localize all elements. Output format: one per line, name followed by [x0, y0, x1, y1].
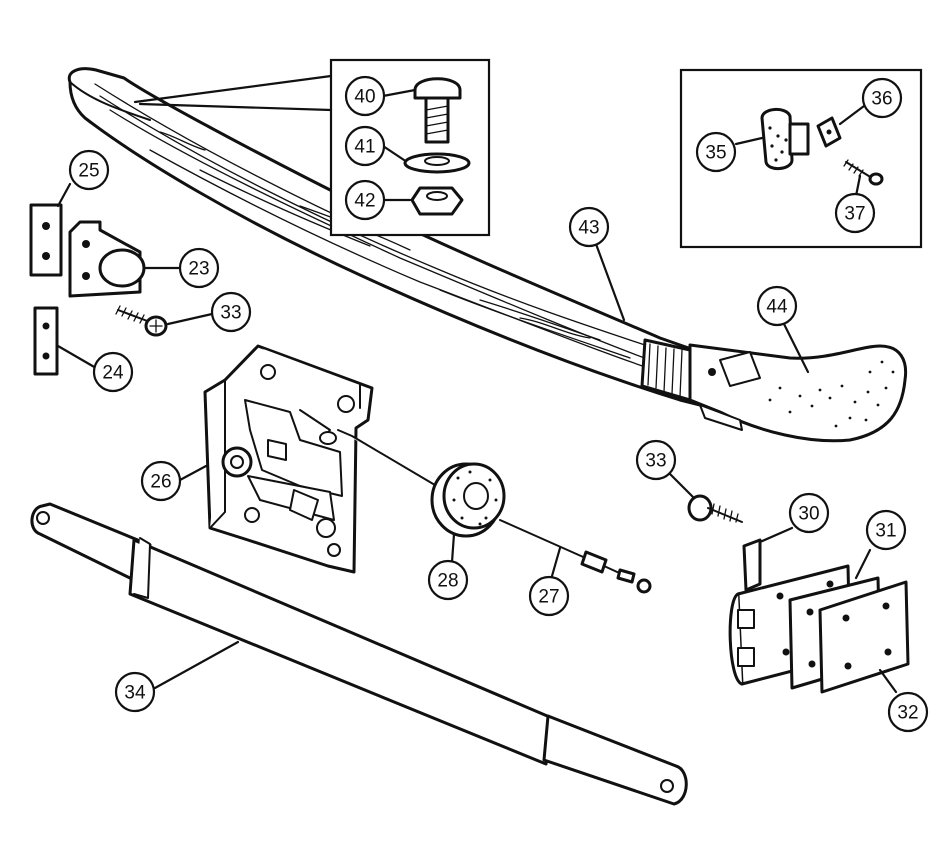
part-25-plate [29, 182, 72, 277]
part-33-screw-left [115, 305, 214, 337]
part-40-bolt [413, 77, 462, 144]
callout-35: 35 [695, 131, 737, 173]
callout-30: 30 [788, 492, 830, 534]
part-24-plate [33, 306, 98, 376]
part-34-pull-rod [30, 502, 688, 806]
part-26-lock-mechanism [178, 344, 374, 574]
part-36-clip [816, 116, 842, 148]
callout-34: 34 [114, 671, 156, 713]
callout-23: 23 [178, 247, 220, 289]
callout-36: 36 [861, 77, 903, 119]
svg-text:25: 25 [78, 161, 99, 182]
part-32-backing-plate [818, 580, 910, 694]
leader-44 [782, 322, 810, 374]
part-41-washer [403, 152, 471, 174]
svg-text:40: 40 [354, 87, 375, 108]
svg-text:28: 28 [437, 571, 458, 592]
svg-text:31: 31 [875, 521, 896, 542]
callout-43: 43 [568, 206, 610, 248]
svg-text:37: 37 [844, 204, 865, 225]
svg-text:44: 44 [766, 297, 788, 318]
callout-27: 27 [528, 575, 570, 617]
svg-text:23: 23 [188, 259, 209, 280]
svg-text:36: 36 [871, 89, 892, 110]
svg-text:32: 32 [897, 703, 918, 724]
callout-32: 32 [887, 691, 929, 733]
callout-37: 37 [834, 192, 876, 234]
svg-text:30: 30 [798, 504, 819, 525]
part-28-grommet [430, 462, 506, 564]
callout-40: 40 [344, 75, 386, 117]
svg-text:26: 26 [150, 472, 171, 493]
callout-44: 44 [756, 285, 798, 327]
callout-42: 42 [344, 179, 386, 221]
callout-33-right: 33 [635, 439, 677, 481]
callout-28: 28 [427, 559, 469, 601]
part-37-screw [843, 159, 884, 186]
part-42-nut [410, 186, 464, 216]
svg-text:43: 43 [578, 218, 599, 239]
part-27-cable [337, 429, 652, 594]
callout-26: 26 [140, 460, 182, 502]
part-35-rubber-buffer [760, 108, 810, 170]
svg-text:41: 41 [354, 137, 375, 158]
callout-24: 24 [92, 351, 134, 393]
svg-text:42: 42 [354, 191, 375, 212]
svg-text:34: 34 [124, 683, 146, 704]
part-44-rail-end [688, 343, 908, 443]
svg-text:33: 33 [220, 303, 241, 324]
callout-25: 25 [68, 149, 110, 191]
part-23-striker [68, 220, 182, 298]
part-33-screw-right [668, 472, 743, 523]
leader-43 [594, 242, 626, 322]
svg-text:33: 33 [645, 451, 666, 472]
svg-text:24: 24 [102, 363, 124, 384]
svg-text:35: 35 [705, 143, 726, 164]
svg-text:27: 27 [538, 587, 559, 608]
callout-41: 41 [344, 125, 386, 167]
callout-33-left: 33 [210, 291, 252, 333]
callout-31: 31 [865, 509, 907, 551]
